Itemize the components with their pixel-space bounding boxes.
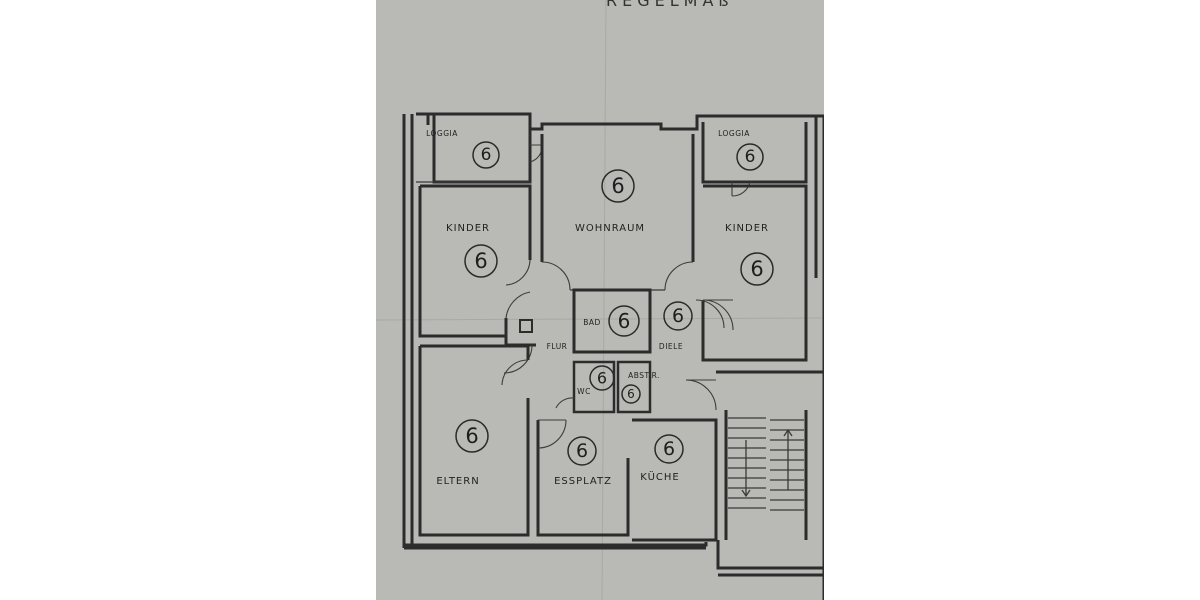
room-kinder-left: KINDER 6 [418, 184, 532, 338]
room-label: WOHNRAUM [575, 223, 645, 234]
room-label: FLUR [547, 342, 568, 351]
room-label: ABST.R. [628, 371, 660, 380]
room-number: 6 [750, 257, 763, 281]
exterior-walls [402, 112, 824, 600]
floor-plan: REGELMÄß LOGGIA 6 KINDER 6 WOHNRAUM 6 [376, 0, 824, 600]
room-label: KINDER [446, 223, 490, 234]
room-number: 6 [576, 440, 588, 462]
room-label: ELTERN [436, 476, 479, 487]
stairwell [716, 370, 824, 540]
paper-fold [601, 0, 607, 600]
room-number: 6 [597, 369, 607, 388]
room-eltern: ELTERN 6 [418, 344, 530, 537]
room-bad: BAD 6 [572, 288, 652, 354]
room-label: LOGGIA [426, 129, 458, 138]
room-number: 6 [611, 174, 624, 198]
room-label: WC [577, 387, 591, 396]
room-diele: DIELE 6 [659, 299, 725, 351]
room-number: 6 [465, 424, 478, 448]
header-title: REGELMÄß [606, 0, 733, 10]
room-label: BAD [583, 318, 601, 327]
room-kinder-right: KINDER 6 [701, 184, 808, 362]
room-number: 6 [627, 387, 635, 401]
room-number: 6 [481, 145, 492, 165]
room-number: 6 [745, 147, 756, 167]
room-wc: WC 6 [555, 360, 616, 414]
room-number: 6 [672, 305, 684, 327]
loggia-right: LOGGIA 6 [701, 122, 808, 197]
floor-plan-sheet: REGELMÄß LOGGIA 6 KINDER 6 WOHNRAUM 6 [376, 0, 824, 600]
room-label: DIELE [659, 342, 683, 351]
room-number: 6 [618, 309, 631, 333]
room-number: 6 [474, 249, 487, 273]
room-kueche: KÜCHE 6 [632, 379, 718, 542]
room-label: KÜCHE [640, 470, 679, 483]
loggia-left: LOGGIA 6 [416, 114, 543, 184]
room-number: 6 [663, 438, 675, 460]
paper-fold [376, 317, 824, 321]
room-wohnraum: WOHNRAUM 6 [540, 134, 695, 291]
room-label: LOGGIA [718, 129, 750, 138]
room-label: KINDER [725, 223, 769, 234]
room-essplatz: ESSPLATZ 6 [536, 419, 630, 537]
room-abstellraum: ABST.R. 6 [616, 360, 660, 414]
room-label: ESSPLATZ [554, 476, 612, 487]
room-flur: FLUR [503, 291, 568, 374]
